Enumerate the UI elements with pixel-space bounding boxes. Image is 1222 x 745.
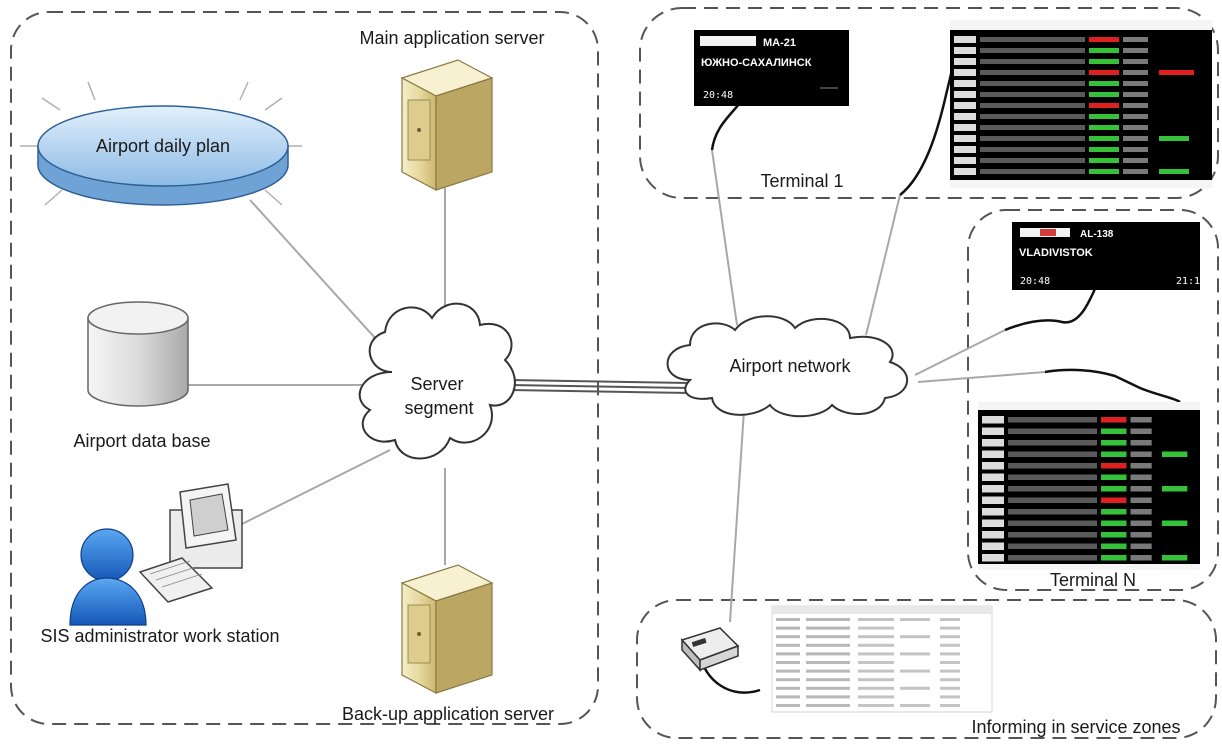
board-row [954,168,1189,175]
gate-display-1: MA-21 ЮЖНО-САХАЛИНСК 20:48 [694,30,849,106]
gate-display-2-time-left: 20:48 [1020,276,1050,287]
board-row [954,124,1148,131]
departure-board-2 [978,402,1200,570]
board-row [954,146,1148,153]
board-row [954,135,1189,142]
kiosk-device-icon [680,627,740,672]
service-table-row [776,618,960,621]
service-table-row [776,635,960,639]
gate-display-2-city: VLADIVISTOK [1019,247,1093,259]
admin-label: SIS administrator work station [40,626,279,646]
terminal1-label: Terminal 1 [760,171,843,191]
daily-plan-label: Airport daily plan [96,136,230,156]
daily-plan-disk-icon [20,81,302,206]
board-row [982,531,1152,539]
gate-display-1-time: 20:48 [703,90,733,101]
service-table-row [776,626,960,630]
service-table-row [776,652,960,656]
airport-network-label: Airport network [729,356,851,376]
board-row [954,69,1194,76]
board-row [982,519,1188,527]
database-cylinder-icon [87,301,189,407]
board-row [954,113,1148,120]
computer-icon [138,483,243,603]
terminal1-zone-border [639,7,1219,199]
service-table-row [776,686,960,690]
board-row [982,427,1152,435]
gate-display-1-city: ЮЖНО-САХАЛИНСК [701,57,812,69]
server-segment-label-line1: Server [410,374,463,394]
terminalN-zone-border [967,209,1219,591]
backbone-link [509,379,691,394]
service-zones-label: Informing in service zones [971,717,1180,737]
service-zone-border [636,599,1217,739]
board-row [954,47,1148,54]
board-row [954,102,1148,109]
service-table-row [776,704,960,707]
board-row [982,439,1152,447]
person-icon [69,528,147,626]
board-row [954,80,1148,87]
terminalN-label: Terminal N [1050,570,1136,590]
connection-lines [185,149,1046,623]
service-table-row [776,678,960,682]
board-row [954,36,1148,43]
board-row [982,416,1152,424]
backup-server-label: Back-up application server [342,704,554,724]
departure-board-1 [950,20,1212,188]
board-row [954,157,1148,164]
board-row [982,496,1152,504]
board-row [954,58,1148,65]
main-server-label: Main application server [359,28,544,48]
board-row [982,508,1152,516]
server-segment-label-line2: segment [404,398,473,418]
board-row [982,462,1152,470]
airport-network-cloud-icon [666,315,909,418]
service-table-row [776,643,960,647]
service-table-row [776,669,960,673]
gate-display-2-flight: AL-138 [1080,229,1114,240]
server-segment-cloud-icon [358,302,516,460]
service-table-row [776,661,960,664]
gate-display-1-flight: MA-21 [763,37,796,49]
server-zone-border [10,11,599,725]
board-row [982,450,1188,458]
board-row [982,485,1188,493]
backup-server-icon [400,564,494,694]
gate-display-2: AL-138 VLADIVISTOK 20:48 21:13 [1012,222,1206,290]
board-row [982,554,1188,562]
service-table-row [776,695,960,699]
board-row [982,473,1152,481]
board-row [954,91,1148,98]
database-label: Airport data base [73,431,210,451]
main-server-icon [400,59,494,191]
service-info-table [771,605,993,713]
board-row [982,542,1152,550]
gate-display-2-time-right: 21:13 [1176,276,1206,287]
